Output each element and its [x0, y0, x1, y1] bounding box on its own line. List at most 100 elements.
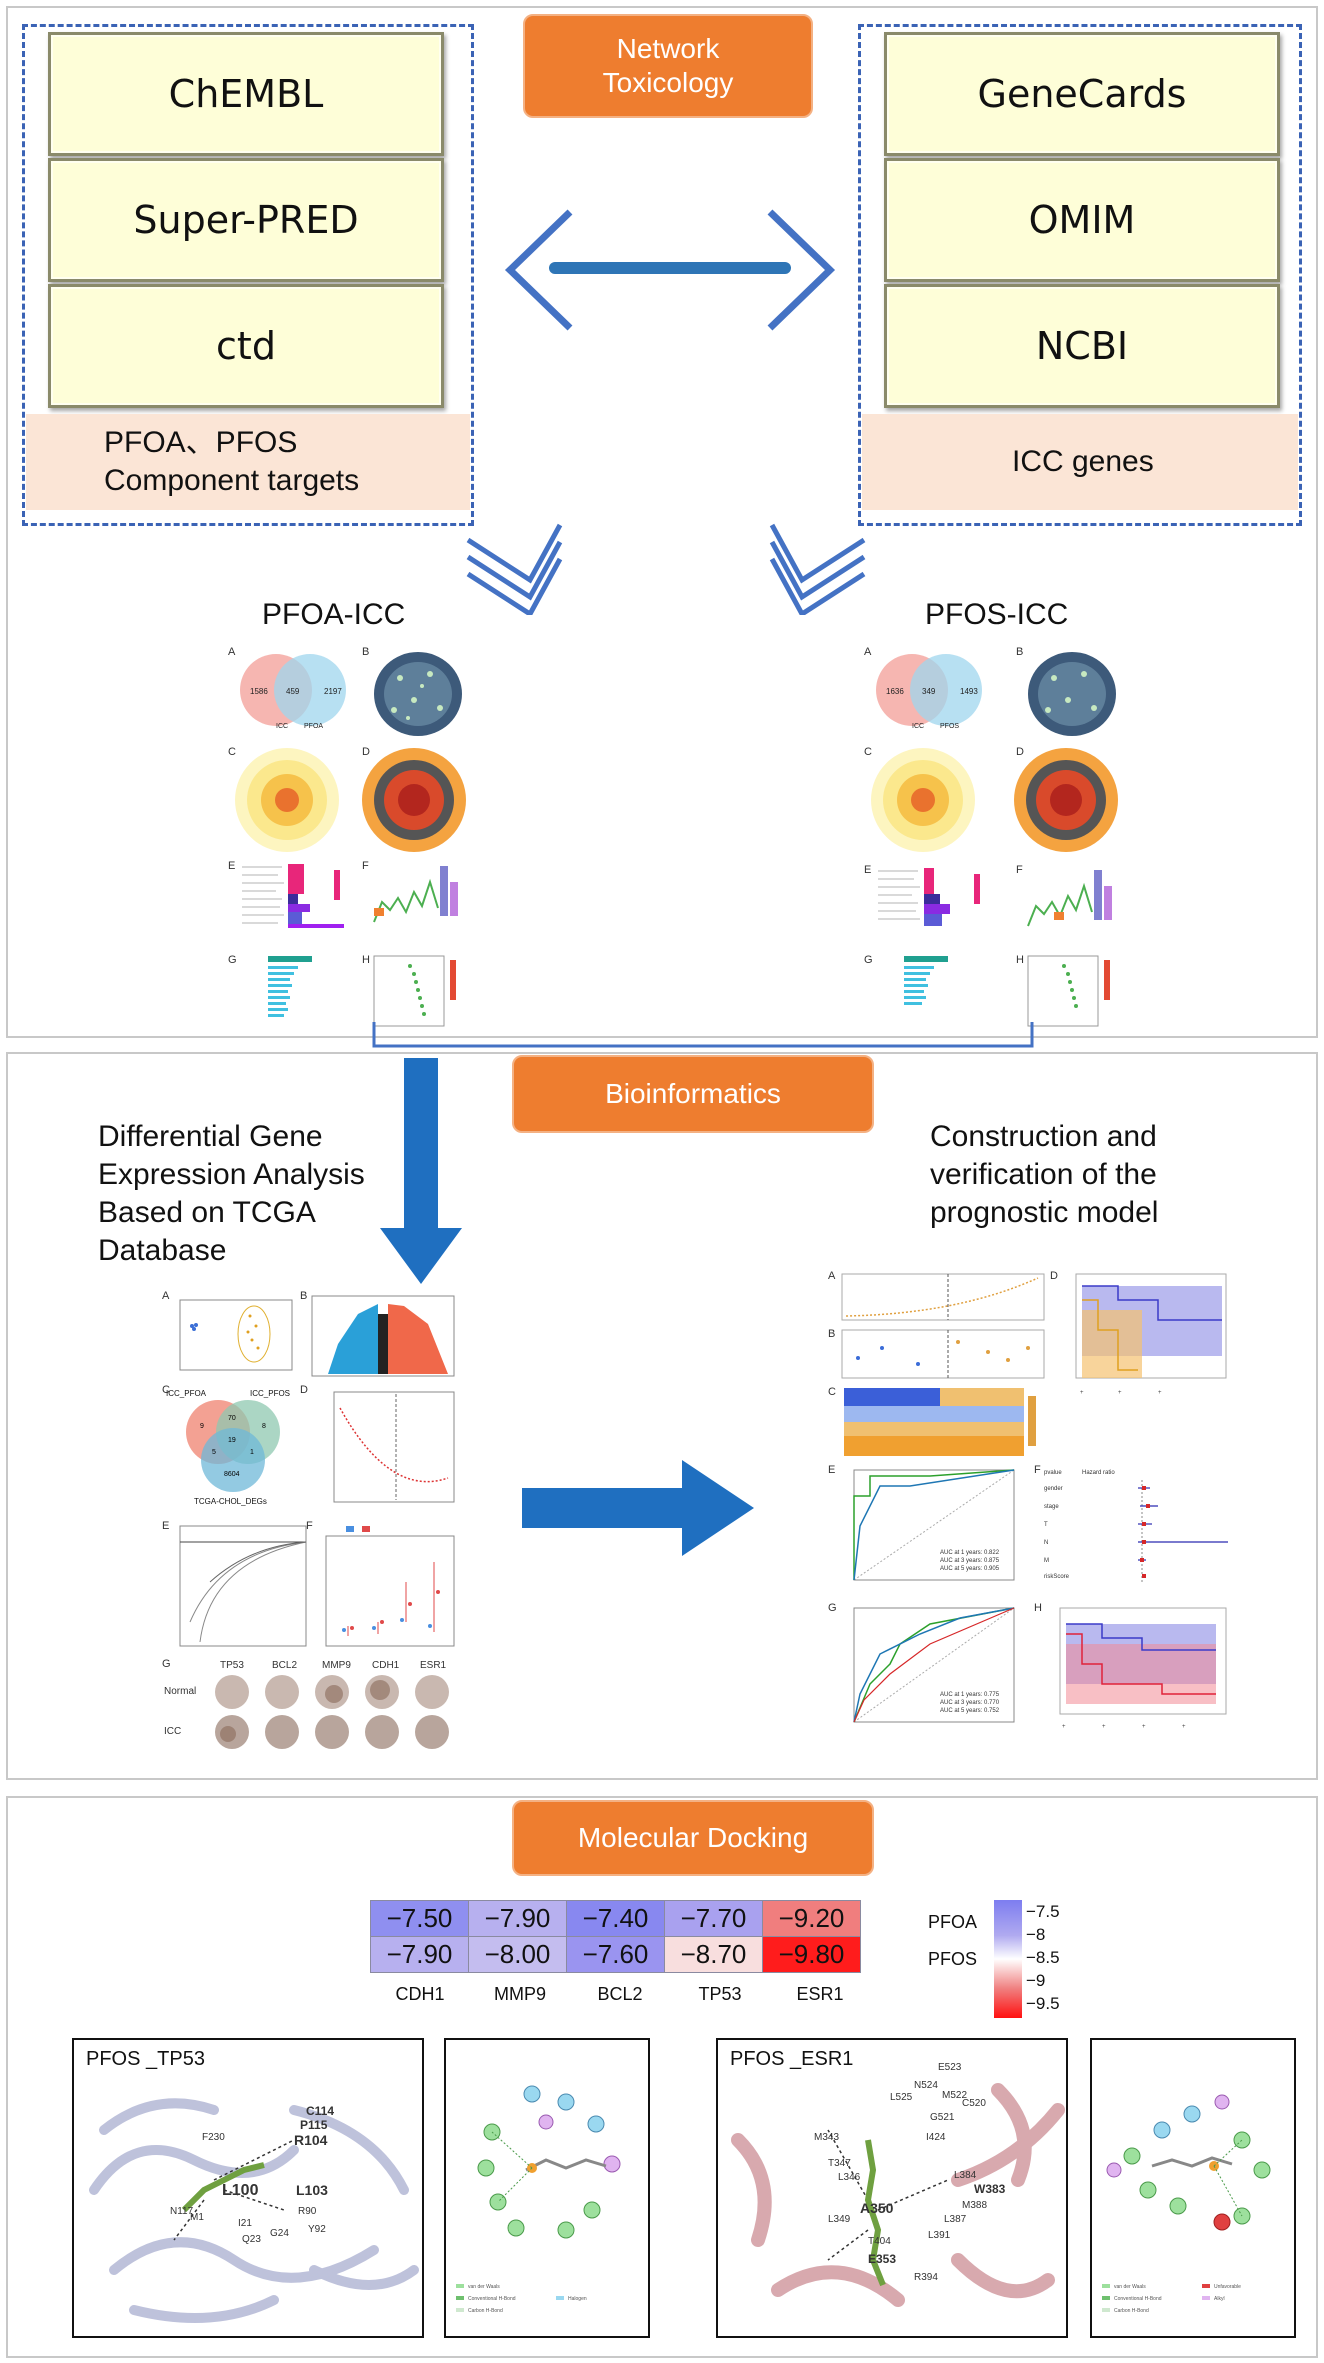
dock-pfos-tp53-3d: PFOS _TP53 C114 P115 R104 F230 L100 L103… — [72, 2038, 424, 2338]
panel-letter-c: C — [228, 746, 236, 758]
panel-letter-f: F — [1016, 864, 1023, 876]
res-m388: M388 — [962, 2200, 988, 2211]
svg-text:Conventional H-Bond: Conventional H-Bond — [468, 2296, 516, 2302]
ihc-gene-3: CDH1 — [372, 1660, 400, 1671]
panel-letter-a: A — [228, 646, 236, 658]
compound-db-group — [22, 24, 474, 526]
svg-text:AUC at 5 years: 0.905: AUC at 5 years: 0.905 — [940, 1566, 1000, 1572]
dge-panel-g: G — [162, 1658, 171, 1670]
venn-right-label: PFOS — [940, 723, 959, 730]
col-label-esr1: ESR1 — [796, 1984, 844, 2004]
dge-panel-e: E — [162, 1520, 170, 1532]
res-n117: N117 — [170, 2206, 194, 2217]
component-line1: PFOA、PFOS — [104, 426, 298, 459]
pfoa-go-barplot — [242, 864, 344, 928]
cell-pfos-esr1: −9.80 — [762, 1936, 861, 1973]
dge-figure: A B C ICC_PFOA ICC_PFOS 9 70 8 19 5 1 86… — [160, 1288, 460, 1750]
docking-title: Molecular Docking — [512, 1800, 874, 1876]
res-p115: P115 — [300, 2118, 328, 2132]
res-l349: L349 — [828, 2214, 851, 2225]
tp53-ribbon — [89, 2098, 419, 2323]
pfoa-ppi-network — [374, 652, 462, 736]
panel-letter-b: B — [362, 646, 370, 658]
dge-line2: Expression Analysis — [98, 1158, 365, 1191]
venn-left-label: ICC — [276, 723, 288, 730]
pfos-dot-plot — [1027, 955, 1110, 1027]
res-a350: A350 — [860, 2200, 894, 2216]
ihc-row-normal: Normal — [164, 1686, 197, 1697]
bidirectional-arrow — [504, 209, 836, 331]
res-l391: L391 — [928, 2230, 951, 2241]
res-t404: T404 — [868, 2236, 891, 2247]
pfoa-go-bars-2 — [268, 956, 312, 1017]
svg-text:N: N — [1044, 1540, 1048, 1546]
cell-pfoa-bcl2: −7.40 — [566, 1900, 665, 1937]
db-omim: OMIM — [884, 158, 1280, 282]
res-y92: Y92 — [308, 2224, 326, 2235]
panel-letter-g: G — [864, 954, 873, 966]
pfoa-kegg-plot — [373, 866, 458, 923]
disease-db-group — [858, 24, 1302, 526]
res-t347: T347 — [828, 2158, 851, 2169]
res-l387: L387 — [944, 2214, 967, 2225]
lasso-cv-plot — [333, 1391, 455, 1503]
cell-pfos-mmp9: −8.00 — [468, 1936, 567, 1973]
prog-panel-c: C — [828, 1386, 836, 1398]
pca-plot — [179, 1299, 293, 1371]
title-line2: Toxicology — [602, 67, 734, 98]
prog-line1: Construction and — [930, 1120, 1157, 1153]
venn-label-b: ICC_PFOS — [250, 1389, 290, 1398]
venn-n5: 5 — [212, 1449, 216, 1456]
prog-panel-h: H — [1034, 1602, 1042, 1614]
panel-letter-e: E — [228, 860, 236, 872]
svg-text:Carbon H-Bond: Carbon H-Bond — [468, 2308, 503, 2314]
svg-text:stage: stage — [1044, 1504, 1059, 1510]
res-g24: G24 — [270, 2228, 289, 2239]
res-e353: E353 — [868, 2252, 897, 2266]
svg-text:Hazard ratio: Hazard ratio — [1082, 1470, 1115, 1476]
svg-text:+: + — [1142, 1724, 1146, 1730]
pfos-icc-figure: A 1636 349 1493 ICC PFOS B C D E F G — [858, 642, 1118, 1032]
col-label-mmp9: MMP9 — [493, 1984, 546, 2004]
svg-text:AUC at 1 years: 0.775: AUC at 1 years: 0.775 — [940, 1692, 1000, 1698]
ihc-grid: TP53 BCL2 MMP9 CDH1 ESR1 Normal ICC — [160, 1660, 460, 1750]
pfoa-icc-title: PFOA-ICC — [262, 598, 406, 631]
km-curve-train: +++ — [1075, 1273, 1227, 1396]
row-label-pfoa: PFOA — [928, 1912, 978, 1932]
svg-text:+: + — [1062, 1724, 1066, 1730]
network-toxicology-title: Network Toxicology — [523, 14, 813, 118]
res-i424: I424 — [926, 2132, 946, 2143]
dge-panel-b: B — [300, 1290, 308, 1302]
cell-pfoa-cdh1: −7.50 — [370, 1900, 469, 1937]
panel-letter-f: F — [362, 860, 369, 872]
prog-panel-a: A — [828, 1270, 836, 1282]
venn-n6: 1 — [250, 1449, 254, 1456]
heatmap-colorbar — [994, 1900, 1022, 2018]
svg-text:AUC at 1 years: 0.822: AUC at 1 years: 0.822 — [940, 1550, 1000, 1556]
svg-text:+: + — [1080, 1390, 1084, 1396]
heatmap-row-labels: PFOA PFOS — [928, 1904, 977, 1978]
res-m522: M522 — [942, 2090, 968, 2101]
res-r104: R104 — [294, 2132, 328, 2148]
dge-heading: Differential Gene Expression Analysis Ba… — [98, 1118, 365, 1270]
panel-letter-a: A — [864, 646, 872, 658]
svg-text:riskScore: riskScore — [1044, 1574, 1070, 1580]
db-ctd: ctd — [48, 284, 444, 408]
pfoa-hub-network — [362, 748, 466, 852]
venn-left-count: 1586 — [250, 687, 268, 696]
panel-letter-h: H — [362, 954, 370, 966]
res-l384: L384 — [954, 2170, 977, 2181]
pfos-venn: 1636 349 1493 ICC PFOS — [876, 654, 982, 730]
risk-heatmap — [844, 1388, 1036, 1456]
db-genecards: GeneCards — [884, 32, 1280, 156]
svg-text:M: M — [1044, 1558, 1049, 1564]
svg-text:+: + — [1102, 1724, 1106, 1730]
res-r90: R90 — [298, 2206, 317, 2217]
tick-3: −9 — [1026, 1971, 1046, 1990]
cell-pfoa-tp53: −7.70 — [664, 1900, 763, 1937]
venn-right-label: PFOA — [304, 723, 323, 730]
